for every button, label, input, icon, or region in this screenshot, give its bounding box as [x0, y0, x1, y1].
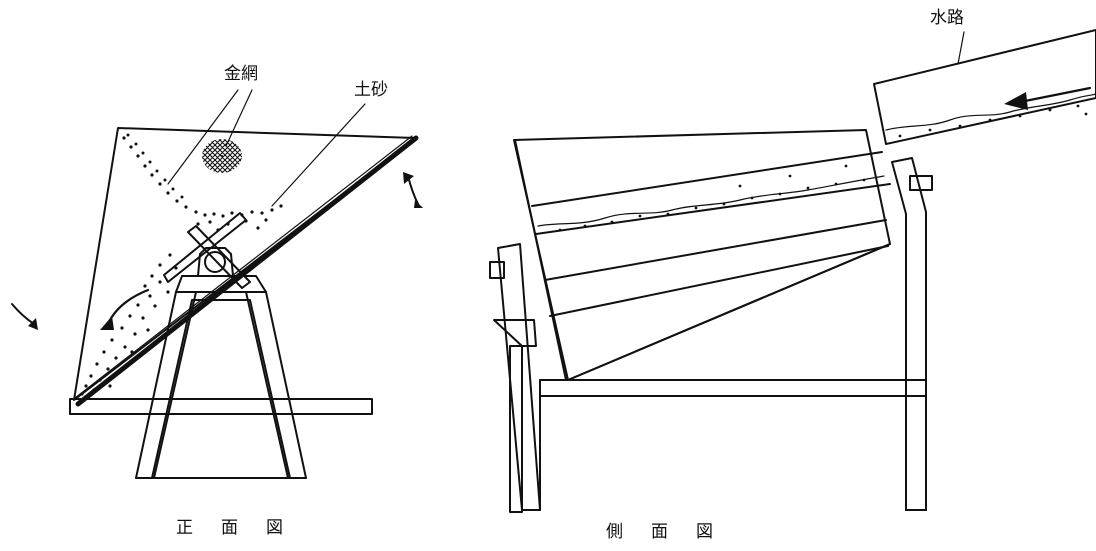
side-brace	[567, 243, 891, 381]
side-sieve-box	[513, 129, 891, 381]
side-right-leg	[891, 157, 933, 511]
front-view	[11, 89, 423, 479]
label-sediment: 土砂	[354, 80, 388, 100]
water-surface-box	[537, 175, 885, 227]
caption-front-view: 正面図	[176, 518, 311, 538]
sieve-frame-edge	[75, 135, 419, 407]
waterway-trough	[873, 29, 1096, 145]
label-waterway: 水路	[930, 8, 964, 28]
side-view	[489, 29, 1096, 513]
caption-side-view: 側面図	[606, 522, 741, 542]
rock-arrow-up	[407, 175, 419, 205]
leader-line-wire-mesh	[167, 89, 239, 185]
pivot-crossbar	[187, 225, 251, 289]
side-left-leg	[489, 243, 541, 513]
rock-arrow-left	[11, 303, 35, 325]
label-wire-mesh: 金網	[224, 64, 258, 84]
front-stand	[135, 275, 307, 479]
water-surface-trough	[885, 93, 1096, 131]
front-base-plank	[69, 398, 373, 415]
side-base-bar	[539, 379, 927, 397]
pivot-hub	[204, 251, 226, 273]
leader-line-sediment	[271, 103, 366, 207]
sieve-frame	[73, 127, 417, 401]
leader-line-waterway	[957, 31, 965, 65]
water-flow-arrow	[1018, 86, 1092, 104]
